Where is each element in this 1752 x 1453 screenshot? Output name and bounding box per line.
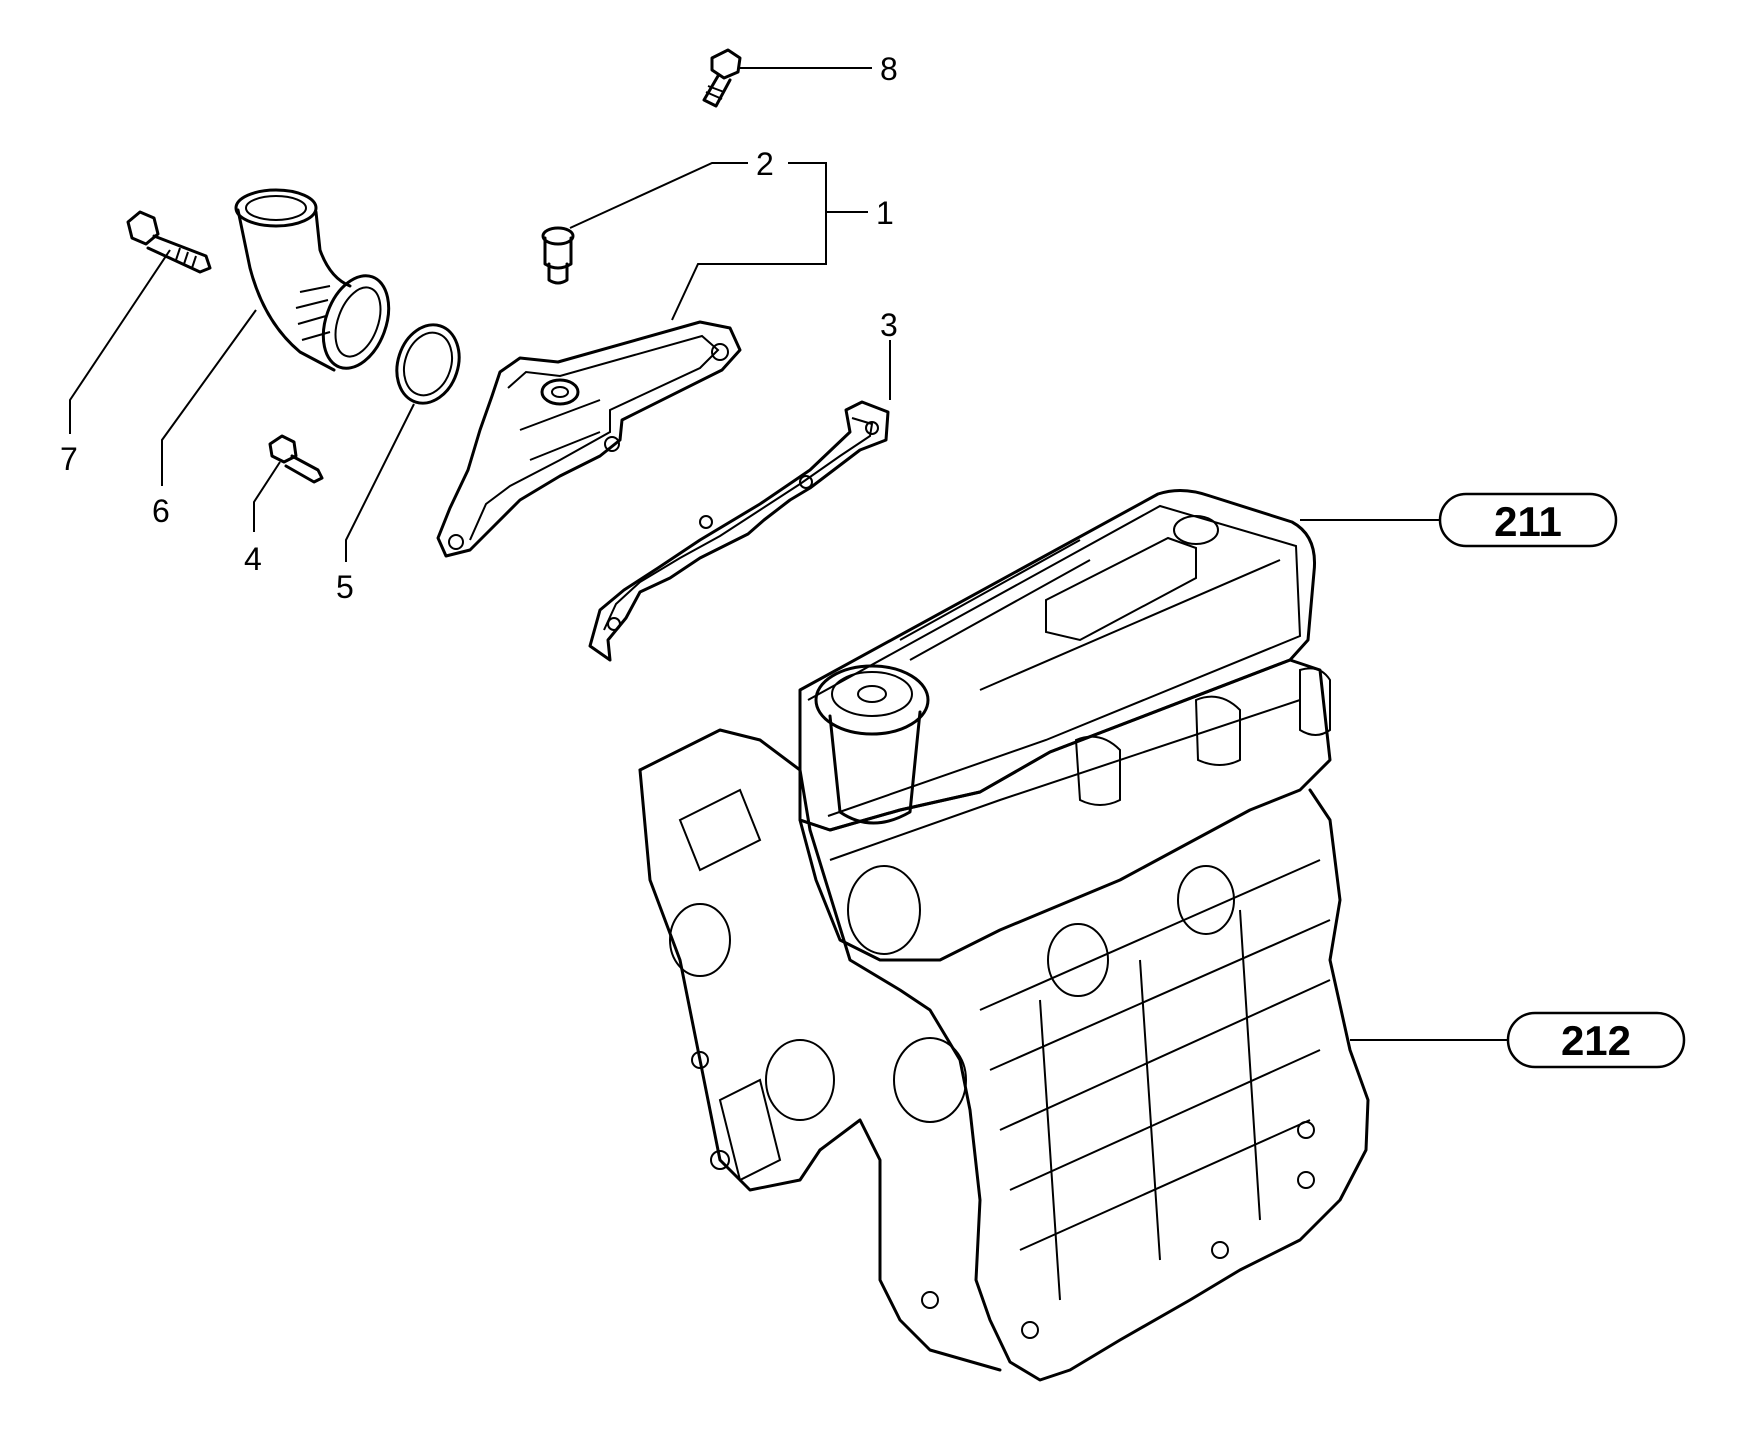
- bolt-7-drawing: [126, 210, 212, 274]
- leader-4: [253, 461, 281, 532]
- callout-2: 2: [756, 146, 774, 182]
- engine-block-drawing: [638, 658, 1370, 1382]
- thermostat-housing-1-drawing: [436, 320, 742, 558]
- leader-1: [671, 162, 868, 321]
- ref-211-label: 211: [1494, 498, 1562, 545]
- callout-8: 8: [880, 51, 898, 87]
- gasket-3-drawing: [588, 400, 890, 662]
- o-ring-5-drawing: [395, 323, 461, 405]
- ref-212-label: 212: [1561, 1017, 1631, 1064]
- callout-7: 7: [60, 441, 78, 477]
- leader-6: [161, 309, 257, 486]
- callout-4: 4: [244, 541, 262, 577]
- plug-2-drawing: [541, 226, 575, 285]
- callout-6: 6: [152, 493, 170, 529]
- valve-cover-drawing: [798, 489, 1317, 832]
- bolt-8-drawing: [702, 48, 742, 108]
- callout-5: 5: [336, 569, 354, 605]
- leader-5: [345, 403, 415, 562]
- ref-212-badge[interactable]: 212: [1506, 1011, 1686, 1069]
- ref-211-badge[interactable]: 211: [1438, 492, 1618, 548]
- elbow-6-drawing: [234, 188, 391, 372]
- leader-2: [569, 162, 748, 229]
- bolt-4-drawing: [268, 434, 324, 484]
- callout-3: 3: [880, 307, 898, 343]
- callout-1: 1: [876, 195, 894, 231]
- leader-7: [69, 249, 171, 434]
